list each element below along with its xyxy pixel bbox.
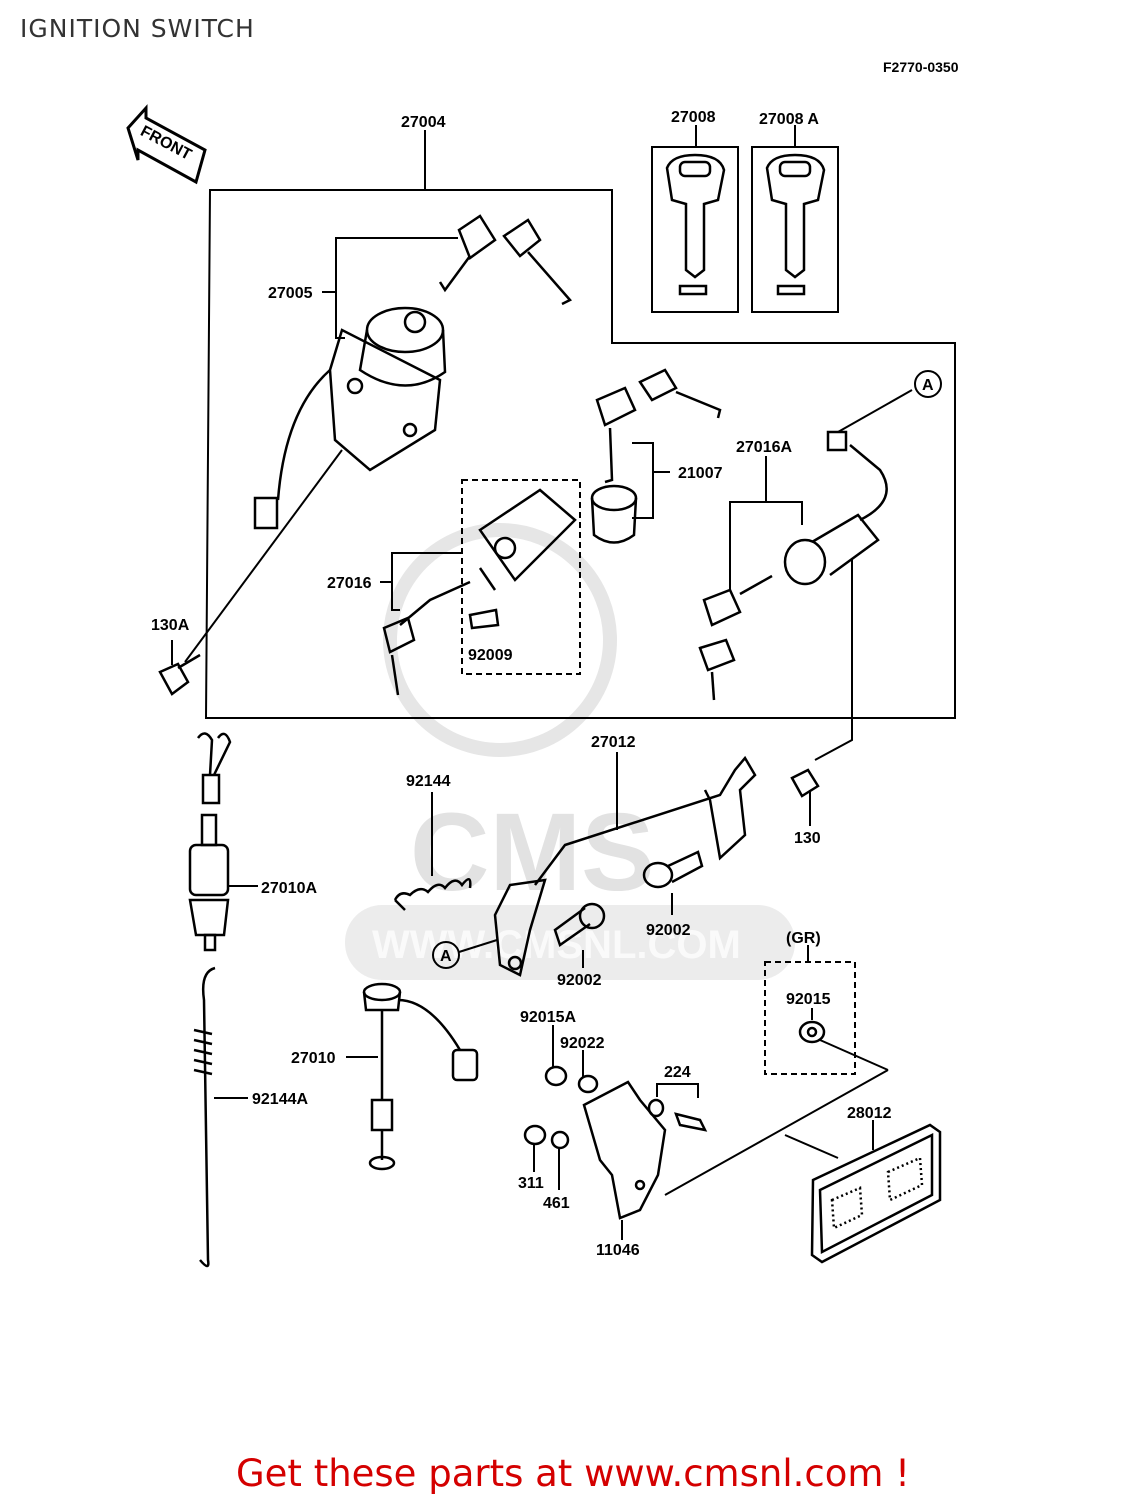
label-27005: 27005 [268, 285, 313, 302]
footer-link-text[interactable]: Get these parts at www.cmsnl.com ! [235, 1452, 910, 1495]
label-92144: 92144 [406, 773, 451, 790]
group-box-gr [764, 961, 856, 1075]
label-27016: 27016 [327, 575, 372, 592]
sub-box-27016 [461, 479, 581, 675]
screw-224 [647, 1098, 708, 1132]
switch-27010 [362, 982, 479, 1171]
lock-27016 [382, 488, 577, 696]
label-130: 130 [794, 830, 821, 847]
switch-27010a [188, 732, 232, 952]
label-311: 311 [518, 1175, 544, 1192]
spring-92144a [193, 966, 216, 1268]
bracket-11046 [582, 1080, 667, 1220]
bolt-130a [158, 653, 201, 696]
reflector-28012 [810, 1123, 942, 1264]
label-gr: (GR) [786, 930, 821, 947]
key-27008 [665, 153, 726, 296]
spring-92144 [393, 878, 472, 911]
label-11046: 11046 [596, 1242, 640, 1259]
label-92002-a: 92002 [646, 922, 691, 939]
pin-92002-a [642, 850, 704, 889]
label-27010: 27010 [291, 1050, 336, 1067]
label-27008a: 27008 A [759, 111, 819, 128]
nut-92015a [544, 1065, 568, 1087]
label-27012: 27012 [591, 734, 636, 751]
label-92015: 92015 [786, 991, 831, 1008]
key-27008a [765, 153, 826, 296]
watermark-logo: CMS [410, 791, 654, 914]
label-130a: 130A [151, 617, 190, 634]
label-ref-a2: A [440, 948, 452, 965]
lock-21007 [590, 368, 722, 544]
front-arrow [126, 104, 207, 185]
watermark: CMS WWW.CMSNL.COM [345, 523, 795, 980]
ignition-switch-27005 [253, 214, 573, 530]
label-224: 224 [664, 1064, 691, 1081]
nut-311 [523, 1124, 547, 1146]
label-27004: 27004 [401, 114, 446, 131]
figure-code: F2770-0350 [883, 59, 959, 75]
bolt-130 [790, 768, 820, 798]
nut-92015 [798, 1020, 826, 1044]
switch-27016a [698, 430, 888, 701]
label-ref-a1: A [922, 377, 934, 394]
label-27008: 27008 [671, 109, 716, 126]
washer-92022 [577, 1074, 599, 1094]
label-92015a: 92015A [520, 1009, 576, 1026]
washer-461 [550, 1130, 570, 1150]
label-21007: 21007 [678, 465, 723, 482]
label-27016a: 27016A [736, 439, 792, 456]
ref-circle-a2 [432, 941, 460, 969]
label-92144a: 92144A [252, 1091, 308, 1108]
label-92002-b: 92002 [557, 972, 602, 989]
parts-diagram: CMS WWW.CMSNL.COM [126, 104, 956, 1268]
group-box-27004 [204, 189, 956, 719]
page-title: IGNITION SWITCH [20, 14, 255, 43]
label-27010a: 27010A [261, 880, 317, 897]
ref-circle-a1 [914, 370, 942, 398]
pin-92002-b [553, 902, 606, 947]
label-92022: 92022 [560, 1035, 605, 1052]
label-92009: 92009 [468, 647, 513, 664]
rod-27012 [493, 755, 757, 977]
label-28012: 28012 [847, 1105, 892, 1122]
label-461: 461 [543, 1195, 570, 1212]
